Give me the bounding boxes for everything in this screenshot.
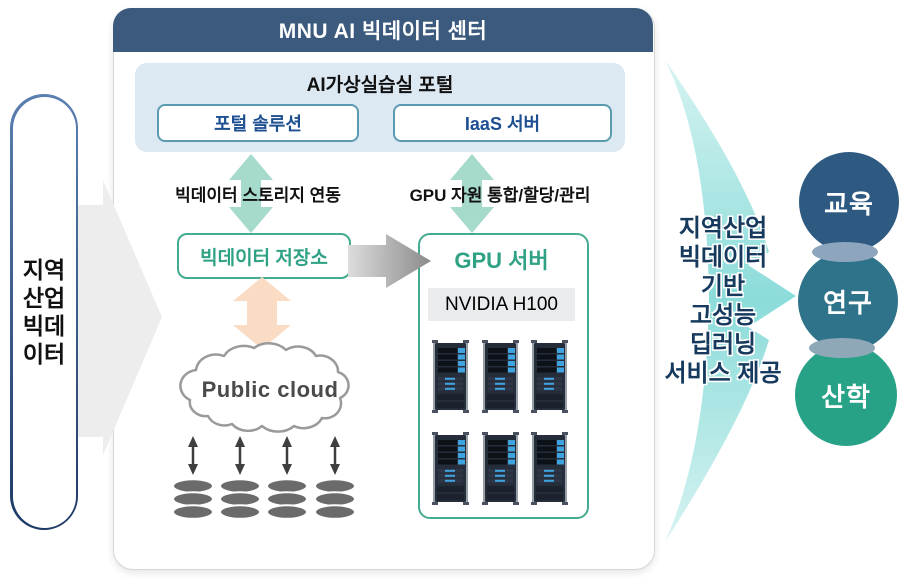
output-line: 서비스 제공 bbox=[664, 360, 782, 387]
input-line: 산업 bbox=[22, 285, 66, 311]
bigdata-storage-label: 빅데이터 저장소 bbox=[200, 247, 328, 269]
gpu-server-box bbox=[418, 233, 589, 519]
output-line: 고성능 bbox=[689, 302, 757, 329]
input-line: 지역 bbox=[22, 257, 66, 283]
gpu-sync-label: GPU 자원 통합/할당/관리 bbox=[409, 186, 591, 205]
outcome-label-industry: 산학 bbox=[821, 381, 871, 412]
nvidia-chip-label: NVIDIA H100 bbox=[445, 293, 558, 315]
iaas-server-box: IaaS 서버 bbox=[393, 104, 612, 142]
output-line: 지역산업 bbox=[678, 215, 768, 242]
outcome-label-research: 연구 bbox=[823, 287, 873, 318]
input-line: 빅데 bbox=[22, 313, 66, 339]
cloud-label: Public cloud bbox=[201, 377, 339, 402]
iaas-server-label: IaaS 서버 bbox=[464, 114, 541, 134]
input-line: 이터 bbox=[22, 341, 66, 367]
input-data-pill: 지역 산업 빅데 이터 bbox=[10, 94, 78, 530]
storage-sync-label: 빅데이터 스토리지 연동 bbox=[175, 186, 341, 205]
nvidia-chip-band: NVIDIA H100 bbox=[428, 288, 575, 321]
output-line: 빅데이터 bbox=[678, 244, 768, 271]
gpu-server-title: GPU 서버 bbox=[454, 248, 549, 273]
center-title: MNU AI 빅데이터 센터 bbox=[278, 20, 488, 43]
portal-solution-box: 포털 솔루션 bbox=[157, 104, 359, 142]
outcome-label-education: 교육 bbox=[824, 188, 874, 219]
input-data-text: 지역 산업 빅데 이터 bbox=[12, 96, 76, 528]
center-header: MNU AI 빅데이터 센터 bbox=[113, 8, 653, 52]
portal-solution-label: 포털 솔루션 bbox=[214, 114, 302, 134]
output-line: 딥러닝 bbox=[689, 331, 757, 358]
output-line: 기반 bbox=[700, 273, 746, 300]
portal-title: AI가상실습실 포털 bbox=[306, 75, 454, 96]
output-arrow-text: 지역산업 빅데이터 기반 고성능 딥러닝 서비스 제공 bbox=[655, 214, 791, 388]
bigdata-storage-box: 빅데이터 저장소 bbox=[177, 233, 351, 279]
